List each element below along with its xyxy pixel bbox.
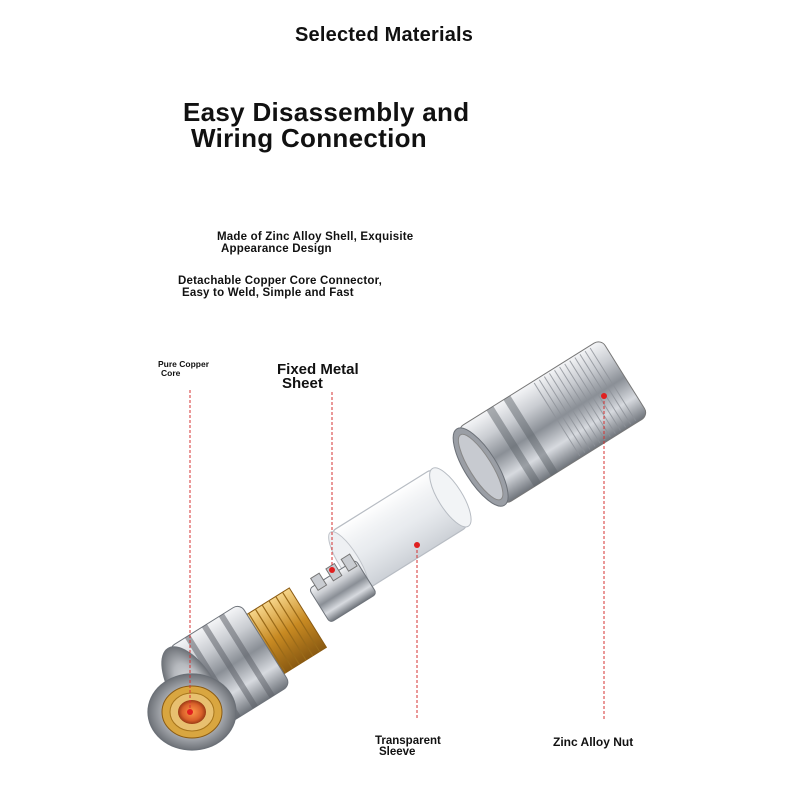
callout-label-sheet: Fixed Metal Sheet xyxy=(277,361,359,392)
callout-core-line-2: Core xyxy=(161,368,181,378)
callout-label-sleeve: Transparent Sleeve xyxy=(375,735,441,758)
callout-sheet-line-2: Sheet xyxy=(282,375,323,392)
callout-label-core: Pure Copper Core xyxy=(158,360,209,378)
callout-sheet-line-1: Fixed Metal xyxy=(277,361,359,378)
callout-dot-core xyxy=(187,709,193,715)
callout-sleeve-line-1: Transparent xyxy=(375,735,441,747)
callout-dot-sleeve xyxy=(414,542,420,548)
feature-zinc-shell: Made of Zinc Alloy Shell, Exquisite Appe… xyxy=(217,231,413,255)
feature-copper-core: Detachable Copper Core Connector, Easy t… xyxy=(178,275,382,299)
feature-copper-core-line-1: Detachable Copper Core Connector, xyxy=(178,275,383,287)
feature-zinc-shell-line-2: Appearance Design xyxy=(221,243,332,255)
callout-core-line-1: Pure Copper xyxy=(158,359,210,369)
callout-nut-line-1: Zinc Alloy Nut xyxy=(553,735,634,749)
callout-sleeve-line-2: Sleeve xyxy=(379,746,416,758)
heading: Selected Materials xyxy=(295,24,474,46)
subheading-line-2: Wiring Connection xyxy=(191,123,427,153)
feature-copper-core-line-2: Easy to Weld, Simple and Fast xyxy=(182,287,354,299)
subheading: Easy Disassembly and Wiring Connection xyxy=(183,99,469,151)
callout-label-nut: Zinc Alloy Nut xyxy=(553,735,634,749)
callout-dot-sheet xyxy=(329,567,335,573)
callout-dot-nut xyxy=(601,393,607,399)
feature-zinc-shell-line-1: Made of Zinc Alloy Shell, Exquisite xyxy=(217,231,414,243)
zinc-alloy-nut-part xyxy=(452,341,647,507)
subheading-line-1: Easy Disassembly and xyxy=(183,97,470,127)
